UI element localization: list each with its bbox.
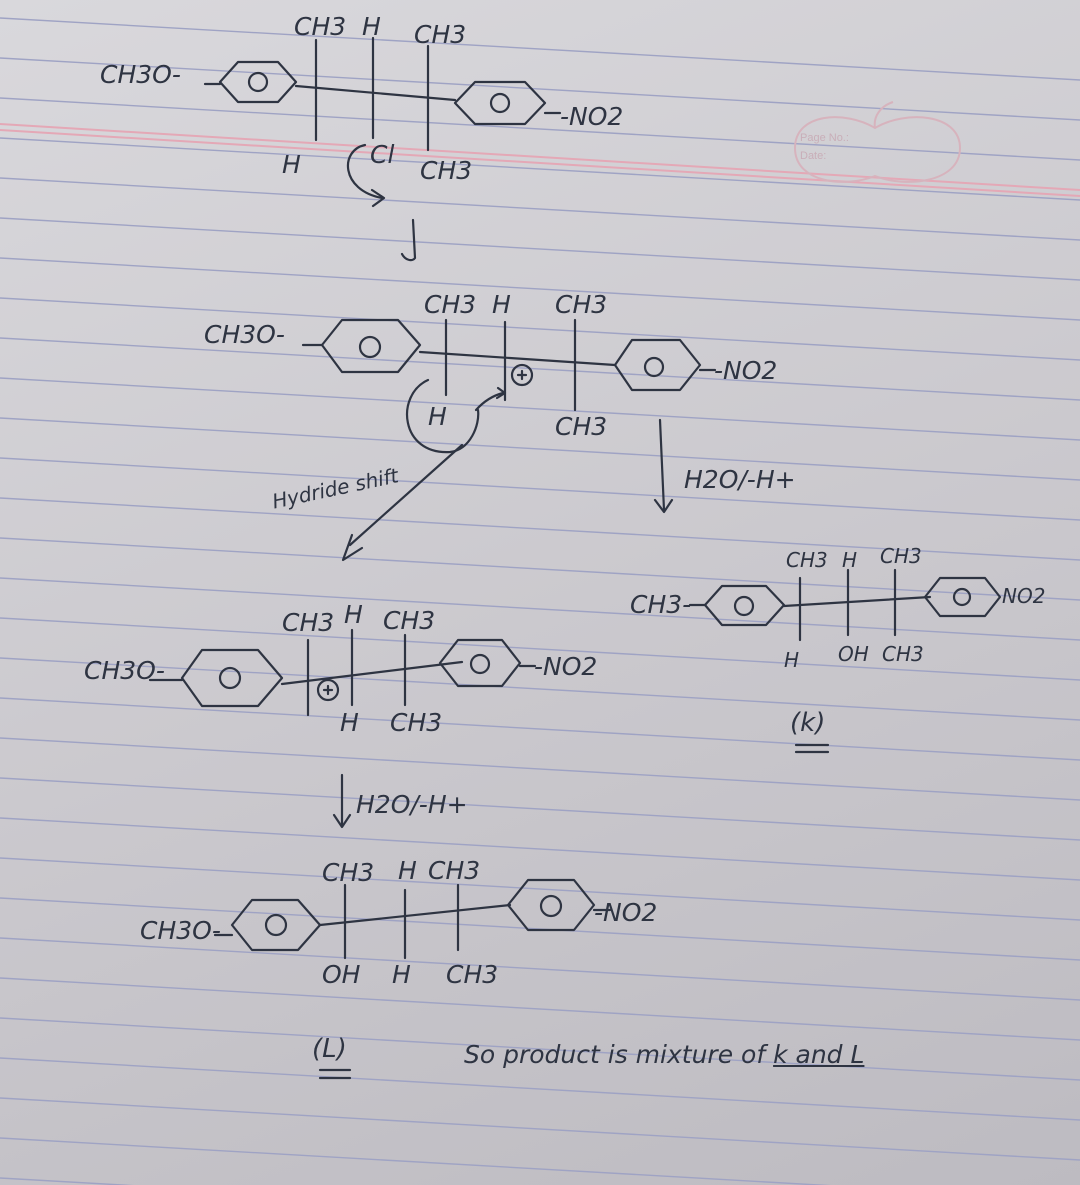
ruled-line <box>0 737 1080 801</box>
ruled-line <box>0 777 1080 841</box>
ruled-line <box>0 1017 1080 1081</box>
shifted-left-group: CH3O- <box>84 656 165 685</box>
reactant-structure <box>203 36 562 262</box>
ruled-line <box>0 657 1080 721</box>
curved-arrow-icon <box>406 378 480 454</box>
ruled-line <box>0 97 1080 161</box>
shifted-top-1: CH3 <box>282 608 335 637</box>
reaction-arrow-icon <box>400 218 417 262</box>
k-bottom-1: H <box>784 648 800 672</box>
k-top-2: H <box>842 548 858 572</box>
l-bottom-2: H <box>392 960 411 989</box>
conclusion-sentence: So product is mixture of <box>464 1040 766 1069</box>
l-bottom-3: CH3 <box>446 960 499 989</box>
reactant-bottom-2: Cl <box>370 140 395 169</box>
k-top-1: CH3 <box>786 548 828 572</box>
shifted-bottom-2: CH3 <box>390 708 443 737</box>
l-bottom-1: OH <box>322 960 361 989</box>
carbocation-bottom-2: CH3 <box>555 412 608 441</box>
carbocation-top-3: CH3 <box>555 290 608 319</box>
l-left-group: CH3O- <box>140 916 221 945</box>
carbocation-left-group: CH3O- <box>204 320 285 349</box>
benzene-ring-icon <box>438 638 522 688</box>
carbocation-top-2: H <box>492 290 511 319</box>
ruled-line <box>0 457 1080 521</box>
reagent-label-2: H2O/-H+ <box>356 790 468 819</box>
benzene-ring-icon <box>613 338 702 392</box>
benzene-ring-icon <box>703 584 786 627</box>
benzene-ring-icon <box>453 80 547 126</box>
product-l-structure <box>213 878 612 1080</box>
conclusion-highlight: k and L <box>773 1040 865 1069</box>
product-l-label: (L) <box>312 1034 347 1064</box>
ruled-line <box>0 297 1080 361</box>
shifted-top-2: H <box>344 600 363 629</box>
ruled-line <box>0 577 1080 641</box>
ruled-line <box>0 1137 831 1185</box>
reactant-top-2: H <box>362 12 381 41</box>
ruled-line <box>0 137 1080 201</box>
carbocation-right-group: -NO2 <box>714 356 778 385</box>
k-bottom-2: OH <box>838 642 869 666</box>
benzene-ring-icon <box>923 576 1002 618</box>
ruled-line <box>0 817 1080 881</box>
ruled-line <box>0 257 1080 321</box>
ruled-line <box>0 1057 1080 1121</box>
k-top-3: CH3 <box>880 544 922 568</box>
ruled-line <box>0 57 1080 121</box>
date-label: Date: <box>800 150 827 162</box>
ruled-line <box>0 377 1080 441</box>
shifted-cation-structure <box>148 628 537 829</box>
ruled-line <box>0 617 1080 681</box>
ruled-line <box>0 857 1080 921</box>
ruled-line <box>0 17 1080 81</box>
reactant-bottom-1: H <box>282 150 301 179</box>
ruled-line <box>0 697 1080 761</box>
shifted-top-3: CH3 <box>383 606 436 635</box>
ruled-line <box>0 417 1080 481</box>
k-bottom-3: CH3 <box>882 642 924 666</box>
ruled-line <box>0 977 1080 1041</box>
carbocation-structure <box>301 318 717 562</box>
reagent-label-1: H2O/-H+ <box>684 465 796 494</box>
l-top-3: CH3 <box>428 856 481 885</box>
curved-arrow-icon <box>346 143 384 200</box>
apple-stamp-icon <box>793 101 962 183</box>
shifted-bottom-1: H <box>340 708 359 737</box>
ruled-line <box>0 177 1080 241</box>
positive-charge-icon <box>316 678 340 702</box>
l-top-2: H <box>398 856 417 885</box>
ruled-line <box>0 217 1080 281</box>
conclusion-text: So product is mixture of k and L <box>464 1040 864 1069</box>
ruled-line <box>0 537 1080 601</box>
benzene-ring-icon <box>506 878 596 932</box>
k-left-group: CH3- <box>630 590 692 619</box>
reactant-bottom-3: CH3 <box>420 156 473 185</box>
benzene-ring-icon <box>320 318 422 374</box>
benzene-ring-icon <box>218 60 298 104</box>
reactant-right-group: -NO2 <box>560 102 624 131</box>
benzene-ring-icon <box>230 898 322 952</box>
reactant-left-group: CH3O- <box>100 60 181 89</box>
reactant-top-1: CH3 <box>294 12 347 41</box>
ruled-line <box>0 1097 1080 1161</box>
shifted-right-group: -NO2 <box>534 652 598 681</box>
ruled-line <box>0 497 1080 561</box>
page-no-label: Page No.: <box>800 132 849 144</box>
ruled-line <box>0 337 1080 401</box>
l-right-group: -NO2 <box>594 898 658 927</box>
carbocation-top-1: CH3 <box>424 290 477 319</box>
carbocation-bottom-1: H <box>428 402 447 431</box>
reactant-top-3: CH3 <box>414 20 467 49</box>
ruled-line <box>0 937 1080 1001</box>
positive-charge-icon <box>510 363 534 387</box>
product-k-label: (k) <box>790 708 826 738</box>
product-k-structure <box>688 568 1002 754</box>
benzene-ring-icon <box>180 648 284 708</box>
k-right-group: NO2 <box>1002 584 1046 608</box>
l-top-1: CH3 <box>322 858 375 887</box>
